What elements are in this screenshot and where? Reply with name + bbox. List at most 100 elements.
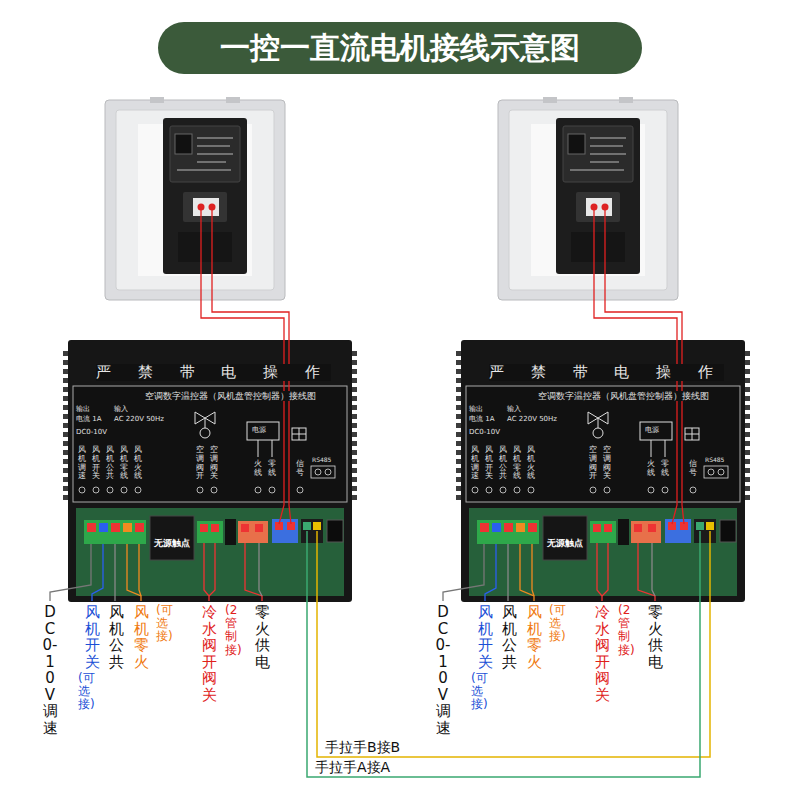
wire-part <box>209 543 215 596</box>
panel-label: DC0-10V <box>469 428 500 436</box>
terminal-block-part <box>200 524 208 532</box>
terminal-block-part <box>123 523 132 532</box>
thermostat-back <box>105 97 285 300</box>
wire-label: DC0-10V调速 <box>436 604 451 736</box>
terminal-block-part <box>84 520 146 544</box>
panel-label: AC 220V 50Hz <box>114 415 164 423</box>
terminal-marks-part <box>311 466 335 478</box>
terminal-marks-part <box>297 487 303 493</box>
wire-label: 冷水阀开阀关 <box>202 604 217 703</box>
wire-label: 风机公共 <box>109 604 124 670</box>
panel-label: 风机开关 <box>92 446 100 481</box>
power-symbol <box>247 422 279 457</box>
thermostat-back-part-part <box>177 169 231 171</box>
panel-label: 风机调速 <box>78 446 86 481</box>
panel-label: 输入 <box>114 405 128 413</box>
wire-label: (可选接) <box>78 672 90 712</box>
terminal-marks-part <box>197 487 203 493</box>
thermostat-back-part <box>177 138 233 170</box>
panel-label: 风机火线 <box>527 446 535 481</box>
wire-part <box>259 543 262 596</box>
panel-label: 输出 <box>469 405 483 413</box>
wire-label: (可选接) <box>549 604 561 644</box>
panel-label: 空调阀开 <box>196 446 204 481</box>
terminal-marks-part <box>79 487 85 493</box>
terminal-block-part <box>111 523 120 532</box>
panel-label: 信号 <box>689 460 697 478</box>
thermostat-back-part-part <box>197 153 233 155</box>
panel-label: 空调阀关 <box>210 446 218 481</box>
panel-label: 火线 <box>254 460 262 478</box>
bus-wire <box>317 602 710 757</box>
terminal-marks-part <box>107 487 113 493</box>
terminal-block-part <box>197 521 223 543</box>
panel-label: 输出 <box>76 405 90 413</box>
wire-label: (可选接) <box>156 604 168 644</box>
panel-label: 无源触点 <box>154 538 190 548</box>
panel-label: 风机火线 <box>134 446 142 481</box>
title-text: 一控一直流电机接线示意图 <box>220 28 580 69</box>
terminal-marks-part <box>255 487 261 493</box>
panel-label: 电流 1A <box>76 415 101 423</box>
panel-label: 风机零线 <box>513 446 521 481</box>
terminal-block-part <box>87 523 96 532</box>
terminal-marks-part <box>93 487 99 493</box>
terminal-marks-part <box>269 487 275 493</box>
panel-label: 风机公共 <box>499 446 507 481</box>
panel-label: 火线 <box>647 460 655 478</box>
terminal-block <box>238 521 268 543</box>
controller-box: 严 禁 带 电 操 作空调数字温控器（风机盘管控制器）接线图输出电流 1A输入A… <box>461 340 745 602</box>
wire-label: (2管制接) <box>225 604 237 657</box>
terminal-block-part <box>303 522 311 530</box>
panel-label: 输入 <box>507 405 521 413</box>
thermostat-back-part <box>226 97 240 103</box>
panel-label: 风机开关 <box>485 446 493 481</box>
panel-label: 严 禁 带 电 操 作 <box>489 364 724 381</box>
thermostat-back-part <box>163 118 247 274</box>
thermostat-back-part-part <box>197 145 230 147</box>
terminal-block-part <box>272 519 298 543</box>
wire-label: 零火供电 <box>648 604 663 670</box>
thermostat-back-part <box>170 126 240 182</box>
panel-label: 空调阀开 <box>589 446 597 481</box>
thermostat-back-part-part <box>197 161 226 163</box>
thermostat-back-part <box>150 97 164 103</box>
terminal-marks-part <box>315 469 321 475</box>
power-symbol-part <box>247 422 279 440</box>
valve-symbol-part <box>200 428 210 438</box>
terminal-block-part <box>255 524 263 532</box>
terminal-block <box>84 520 146 544</box>
wire-part <box>316 531 318 602</box>
terminal-block <box>197 519 236 545</box>
wire-part <box>139 544 141 596</box>
wire-part <box>245 543 262 601</box>
panel-label: AC 220V 50Hz <box>507 415 557 423</box>
thermostat-back-part <box>183 192 227 222</box>
thermostat-back-part <box>175 134 192 154</box>
terminal-block-part <box>241 524 249 532</box>
terminal-block-part <box>313 522 321 530</box>
controller-housing-part <box>150 516 194 560</box>
panel-label: RS485 <box>705 457 724 464</box>
signal-symbol-part <box>292 428 306 440</box>
controller-box: 严 禁 带 电 操 作空调数字温控器（风机盘管控制器）接线图输出电流 1A输入A… <box>68 340 352 602</box>
unit-drawing-copy <box>443 97 750 602</box>
wire-label: 风机开关 <box>478 604 493 670</box>
panel-label: 风机零线 <box>120 446 128 481</box>
panel-label: 无源触点 <box>547 538 583 548</box>
panel-label: 零线 <box>268 460 276 478</box>
terminal-block-part <box>211 524 219 532</box>
panel-label: RS485 <box>312 457 331 464</box>
controller-housing <box>63 340 357 602</box>
edge-label: 手拉手A接A <box>313 759 392 775</box>
signal-symbol-part <box>299 428 300 440</box>
terminal-block <box>272 519 298 543</box>
wire-part <box>114 544 115 601</box>
terminal-marks-part <box>211 487 217 493</box>
panel-label: 零线 <box>661 460 669 478</box>
wire-label: (2管制接) <box>618 604 630 657</box>
wire-part <box>127 544 141 601</box>
valve-symbol-part <box>205 418 206 428</box>
